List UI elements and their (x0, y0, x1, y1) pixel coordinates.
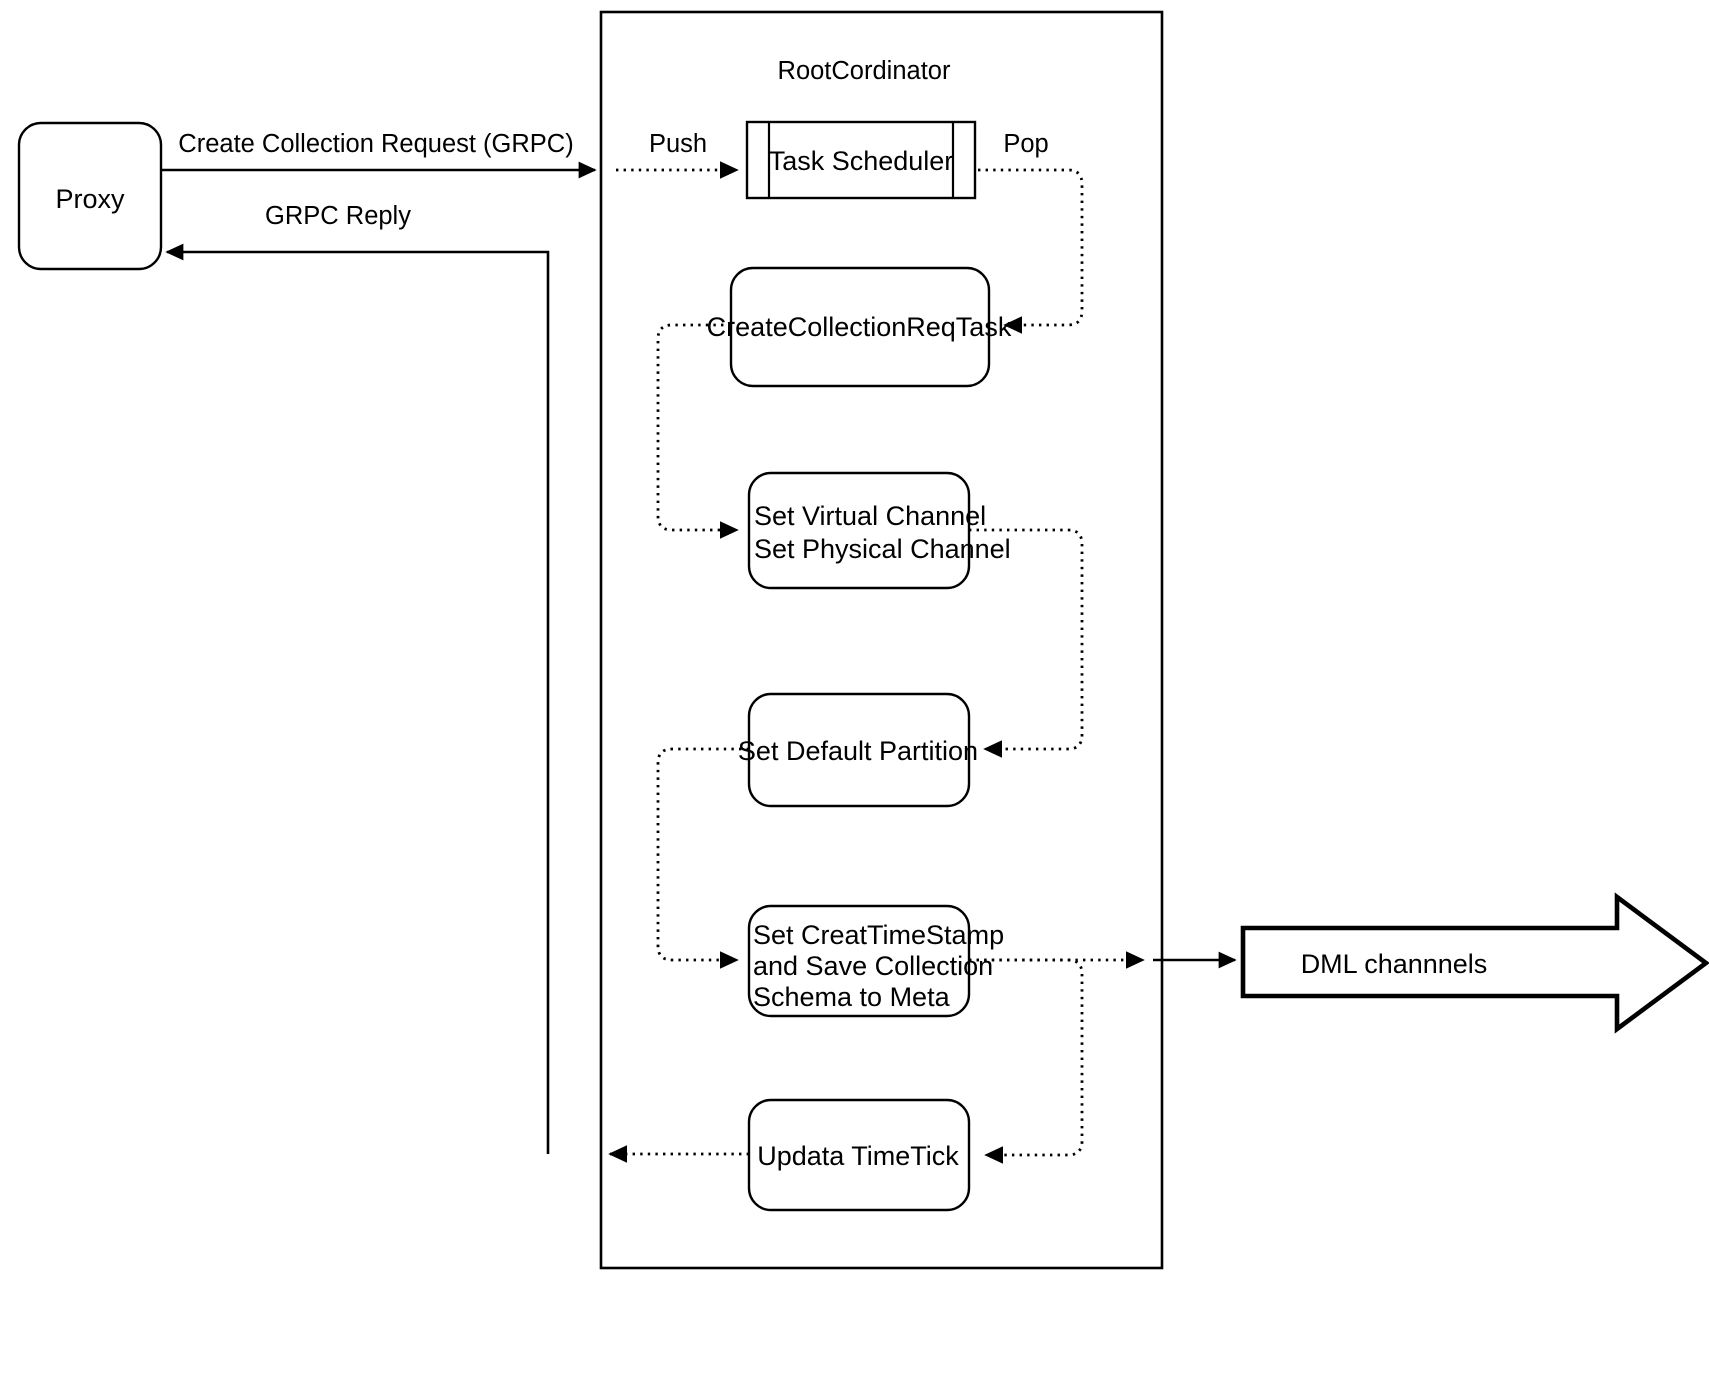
node-set-default-partition-label: Set Default Partition (738, 736, 978, 766)
node-task-scheduler[interactable] (745, 120, 977, 200)
node-set-timestamp-line1: Set CreatTimeStamp (753, 920, 1004, 950)
node-set-channel-line2: Set Physical Channel (754, 534, 1011, 564)
edge-task-to-channel (656, 323, 739, 539)
rootcoordinator-title: RootCordinator (778, 57, 951, 85)
node-task-scheduler-label: Task Scheduler (769, 146, 954, 176)
edge-push-label: Push (649, 130, 707, 158)
node-proxy[interactable] (17, 121, 163, 271)
edge-timestamp-to-timetick (969, 958, 1084, 1164)
edge-grpc-reply-label: GRPC Reply (265, 202, 411, 230)
node-update-timetick-label: Updata TimeTick (757, 1141, 959, 1171)
rootcoordinator-container (599, 10, 1164, 1270)
node-set-timestamp-line3: Schema to Meta (753, 982, 951, 1012)
edge-grpc-reply (165, 243, 550, 1154)
node-dml-channels[interactable] (1240, 892, 1709, 1034)
node-create-collection-req-task[interactable] (729, 266, 991, 388)
edge-pop-label: Pop (1003, 130, 1048, 158)
node-proxy-label: Proxy (55, 184, 125, 214)
node-set-timestamp-line2: and Save Collection (753, 951, 993, 981)
node-set-channel-line1: Set Virtual Channel (754, 501, 986, 531)
edge-pop (978, 168, 1084, 334)
edge-partition-to-timestamp (656, 747, 749, 969)
node-dml-channels-label: DML channnels (1301, 949, 1488, 979)
edge-create-collection-request-label: Create Collection Request (GRPC) (178, 130, 573, 158)
node-create-collection-req-task-label: CreateCollectionReqTask (707, 312, 1012, 342)
